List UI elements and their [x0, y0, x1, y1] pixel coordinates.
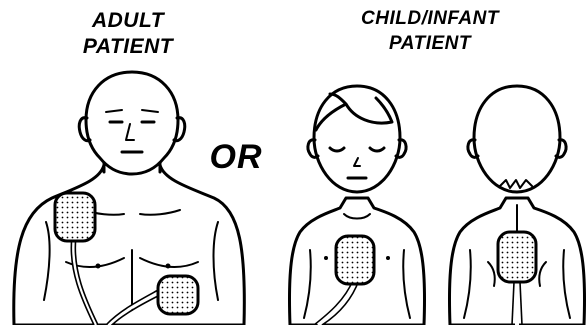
adult-head — [86, 72, 178, 174]
child-front-chest-pad — [336, 236, 374, 284]
adult-nipple-left — [96, 264, 101, 269]
child-front-figure — [289, 86, 424, 325]
child-back-figure — [449, 86, 584, 325]
adult-upper-right-chest-pad — [55, 193, 95, 241]
child-front-head — [314, 86, 400, 192]
adult-figure — [14, 72, 245, 325]
child-front-nipple-right — [386, 256, 390, 260]
child-back-head — [474, 86, 560, 192]
adult-nipple-right — [166, 264, 171, 269]
adult-lower-left-side-pad — [158, 276, 198, 314]
child-back-pad — [498, 232, 536, 282]
child-front-nipple-left — [324, 256, 328, 260]
